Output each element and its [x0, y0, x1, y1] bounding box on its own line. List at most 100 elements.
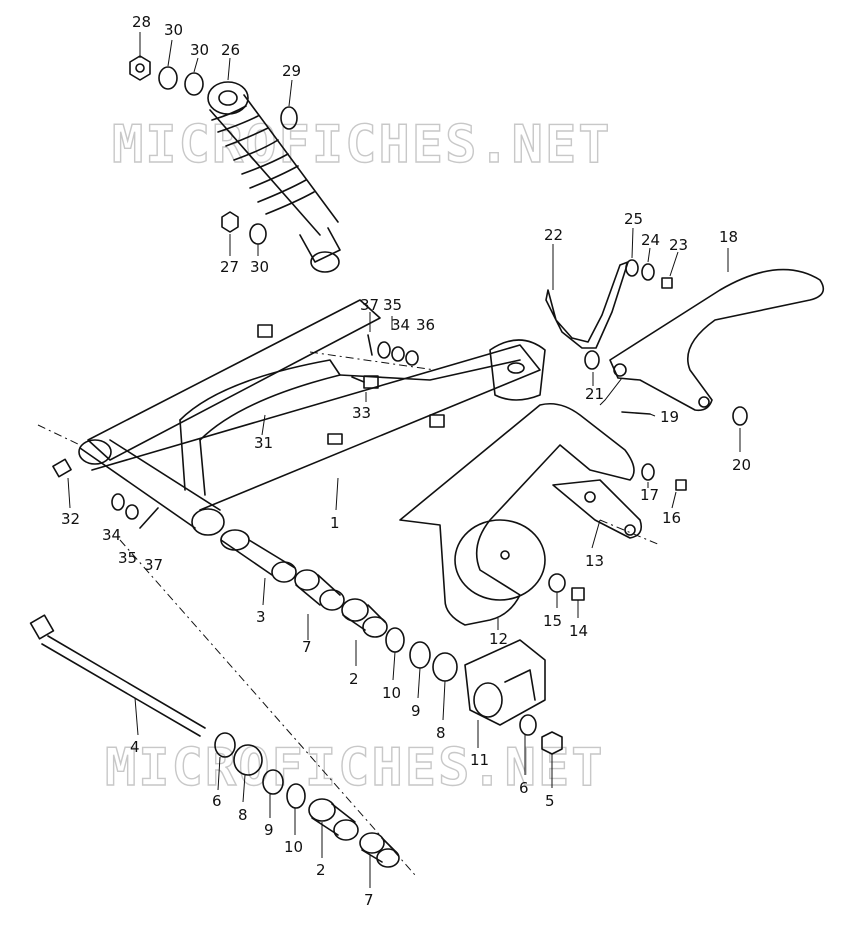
washer-30-c: [249, 223, 267, 245]
callout: 35: [118, 549, 137, 567]
callout: 10: [382, 684, 401, 702]
callout: 32: [61, 510, 80, 528]
callout: 36: [416, 316, 435, 334]
washer-10-b: [286, 783, 306, 809]
watermark-bottom: MICROFICHES.NET: [105, 738, 605, 798]
spacer-3: [220, 529, 297, 583]
cap-8-a: [432, 652, 458, 682]
washer-6-a: [519, 714, 537, 736]
nut-35-b: [391, 346, 405, 362]
washer-36: [405, 350, 419, 366]
swingarm: [78, 299, 546, 536]
washer-25: [625, 259, 639, 277]
bearing-7-a: [294, 569, 345, 611]
callout: 30: [250, 258, 269, 276]
callout: 6: [212, 792, 222, 810]
bolt-14: [571, 587, 585, 601]
callout: 23: [669, 236, 688, 254]
callout: 19: [660, 408, 679, 426]
bolt-4: [29, 614, 206, 737]
watermark-top: MICROFICHES.NET: [112, 115, 612, 175]
callout: 37: [360, 296, 379, 314]
axis-line-shock: [309, 351, 436, 371]
nut-5: [541, 731, 563, 755]
washer-24: [641, 263, 655, 281]
washer-34-b: [377, 341, 391, 359]
callout: 8: [238, 806, 248, 824]
callout: 9: [264, 821, 274, 839]
callout: 28: [132, 13, 151, 31]
callout: 33: [352, 404, 371, 422]
leader-lines: [67, 32, 741, 888]
washer-17: [641, 463, 655, 481]
callout: 15: [543, 612, 562, 630]
nut-35-a: [125, 504, 139, 520]
seal-9-b: [262, 769, 284, 795]
callout: 22: [544, 226, 563, 244]
callout: 9: [411, 702, 421, 720]
callout: 27: [220, 258, 239, 276]
seal-9-a: [409, 641, 431, 669]
callout: 8: [436, 724, 446, 742]
callout: 35: [383, 296, 402, 314]
washer-30-b: [184, 72, 204, 96]
axis-line-pivot-left: [37, 424, 81, 446]
callout: 18: [719, 228, 738, 246]
nut-28: [129, 55, 151, 81]
callouts: 28 30 30 26 29 27 30 22 25 24 23 18 37 3…: [61, 13, 751, 909]
spring-37-a: [139, 507, 159, 529]
spring-37-b: [367, 334, 373, 356]
washer-10-a: [385, 627, 405, 653]
nut-27: [221, 211, 239, 233]
washer-29: [280, 106, 298, 130]
callout: 3: [256, 608, 266, 626]
bolt-32: [52, 458, 72, 478]
callout: 11: [470, 751, 489, 769]
callout: 6: [519, 779, 529, 797]
callout: 2: [316, 861, 326, 879]
callout: 2: [349, 670, 359, 688]
callout: 29: [282, 62, 301, 80]
callout: 21: [585, 385, 604, 403]
axis-line-main: [119, 539, 416, 876]
callout: 12: [489, 630, 508, 648]
bolt-19: [621, 411, 651, 415]
bracket-22: [545, 261, 629, 349]
callout: 31: [254, 434, 273, 452]
callout: 16: [662, 509, 681, 527]
chain-case-cover: [552, 479, 643, 539]
bolt-33: [351, 375, 379, 389]
chain-case: [399, 402, 635, 626]
cap-8-b: [233, 744, 263, 776]
callout: 14: [569, 622, 588, 640]
callout: 30: [190, 41, 209, 59]
washer-30-a: [158, 66, 178, 90]
callout: 10: [284, 838, 303, 856]
washer-34-a: [111, 493, 125, 511]
axis-line-bracket: [599, 519, 661, 546]
washer-21: [584, 350, 600, 370]
bushing-2-b: [308, 798, 359, 841]
callout: 13: [585, 552, 604, 570]
callout: 34: [102, 526, 121, 544]
callout: 34: [391, 316, 410, 334]
washer-6-b: [214, 732, 236, 758]
callout: 30: [164, 21, 183, 39]
callout: 4: [130, 738, 140, 756]
bolt-16: [675, 479, 687, 491]
bearing-7-b: [359, 832, 400, 868]
callout: 24: [641, 231, 660, 249]
callout: 26: [221, 41, 240, 59]
washer-15: [548, 573, 566, 593]
bolt-23: [661, 277, 673, 289]
callout: 25: [624, 210, 643, 228]
callout: 7: [302, 638, 312, 656]
callout: 20: [732, 456, 751, 474]
callout: 7: [364, 891, 374, 909]
chain-guard: [609, 268, 825, 412]
callout: 17: [640, 486, 659, 504]
callout: 1: [330, 514, 340, 532]
bushing-2-a: [341, 598, 388, 638]
block-11: [464, 639, 546, 726]
